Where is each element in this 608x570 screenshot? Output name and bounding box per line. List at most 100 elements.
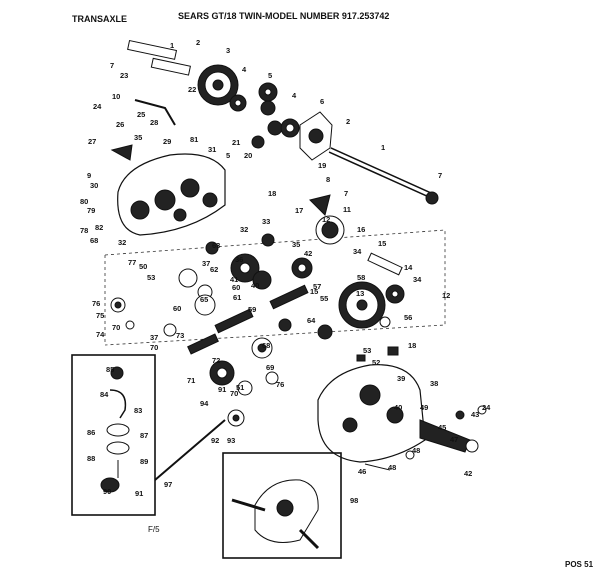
callout-43: 43 (471, 410, 479, 419)
callout-10: 10 (112, 92, 120, 101)
callout-69: 69 (266, 363, 274, 372)
callout-91: 91 (135, 489, 143, 498)
inset-detail-97 (71, 354, 226, 516)
callout-6: 6 (320, 97, 324, 106)
callout-4: 4 (292, 91, 297, 100)
callout-57: 57 (313, 282, 321, 291)
callout-87: 87 (140, 431, 148, 440)
callout-2: 2 (196, 38, 200, 47)
callout-89: 89 (140, 457, 148, 466)
callout-64: 64 (307, 316, 316, 325)
callout-42: 42 (304, 249, 312, 258)
callout-53: 53 (363, 346, 371, 355)
callout-73: 73 (176, 331, 184, 340)
callout-46: 46 (358, 467, 366, 476)
callout-53: 53 (147, 273, 155, 282)
callout-85: 85 (106, 365, 114, 374)
callout-14: 14 (404, 263, 413, 272)
callout-72: 72 (212, 356, 220, 365)
callout-90: 90 (103, 487, 111, 496)
callout-75: 75 (96, 311, 104, 320)
callout-80: 80 (80, 197, 88, 206)
callout-16: 16 (357, 225, 365, 234)
callout-3: 3 (226, 46, 230, 55)
page-ref: POS 51 (565, 560, 594, 569)
callout-65: 65 (200, 295, 208, 304)
callout-70: 70 (230, 389, 238, 398)
shift-lever-icon (110, 99, 331, 216)
callout-71: 71 (187, 376, 195, 385)
pinion-gear-icon (229, 82, 300, 149)
callout-4: 4 (242, 65, 247, 74)
small-gear-icon (367, 252, 405, 304)
callout-51: 51 (236, 383, 244, 392)
callout-7: 7 (438, 171, 442, 180)
large-sprocket-icon (338, 281, 386, 329)
callout-2: 2 (346, 117, 350, 126)
callout-59: 59 (248, 305, 256, 314)
callout-30: 30 (90, 181, 98, 190)
callout-21: 21 (232, 138, 240, 147)
callout-48: 48 (388, 463, 396, 472)
callout-92: 92 (211, 436, 219, 445)
callout-40: 40 (394, 403, 402, 412)
callout-52: 52 (372, 358, 380, 367)
callout-60: 60 (232, 283, 240, 292)
callout-45: 45 (438, 423, 446, 432)
callout-70: 70 (112, 323, 120, 332)
callout-56: 56 (404, 313, 412, 322)
callout-77: 77 (128, 258, 136, 267)
callout-98: 98 (350, 496, 358, 505)
callout-70: 70 (150, 343, 158, 352)
callout-84: 84 (100, 390, 109, 399)
callout-24: 24 (93, 102, 102, 111)
callout-26: 26 (116, 120, 124, 129)
callout-38: 38 (430, 379, 438, 388)
callout-28: 28 (150, 118, 158, 127)
callout-47: 47 (450, 435, 458, 444)
callout-18: 18 (268, 189, 276, 198)
callout-81: 81 (190, 135, 198, 144)
callout-24: 24 (482, 403, 491, 412)
worm-shaft-icon (187, 284, 309, 355)
callout-82: 82 (95, 223, 103, 232)
callout-1: 1 (381, 143, 385, 152)
guide-line (104, 229, 446, 346)
section-title: TRANSAXLE (72, 14, 128, 24)
figure-ref: F/5 (148, 525, 160, 534)
callout-40: 40 (251, 281, 259, 290)
transaxle-housing-right (317, 364, 479, 463)
callout-76: 76 (92, 299, 100, 308)
callout-74: 74 (96, 330, 105, 339)
lower-gear-icon (209, 360, 279, 427)
callout-49: 49 (420, 403, 428, 412)
callout-33: 33 (262, 217, 270, 226)
callout-62: 62 (210, 265, 218, 274)
transaxle-housing-left (117, 153, 226, 236)
callout-11: 11 (343, 205, 351, 214)
callout-34: 34 (353, 247, 362, 256)
callout-19: 19 (318, 161, 326, 170)
callout-39: 39 (397, 374, 405, 383)
callout-25: 25 (137, 110, 145, 119)
callout-91: 91 (218, 385, 226, 394)
callout-23: 23 (120, 71, 128, 80)
callout-86: 86 (87, 428, 95, 437)
callout-50: 50 (139, 262, 147, 271)
callout-41: 41 (230, 275, 238, 284)
callout-36: 36 (235, 255, 243, 264)
callout-22: 22 (188, 85, 196, 94)
cover-plate-icon (299, 111, 333, 161)
callout-1: 1 (170, 41, 174, 50)
upper-axle-shaft (127, 39, 191, 76)
large-gear-icon (197, 64, 239, 106)
callout-42: 42 (464, 469, 472, 478)
callout-34: 34 (413, 275, 422, 284)
callout-15: 15 (378, 239, 386, 248)
right-axle-shaft (328, 147, 439, 205)
small-hardware-icon (356, 346, 487, 471)
callout-8: 8 (326, 175, 330, 184)
callout-5: 5 (226, 151, 230, 160)
